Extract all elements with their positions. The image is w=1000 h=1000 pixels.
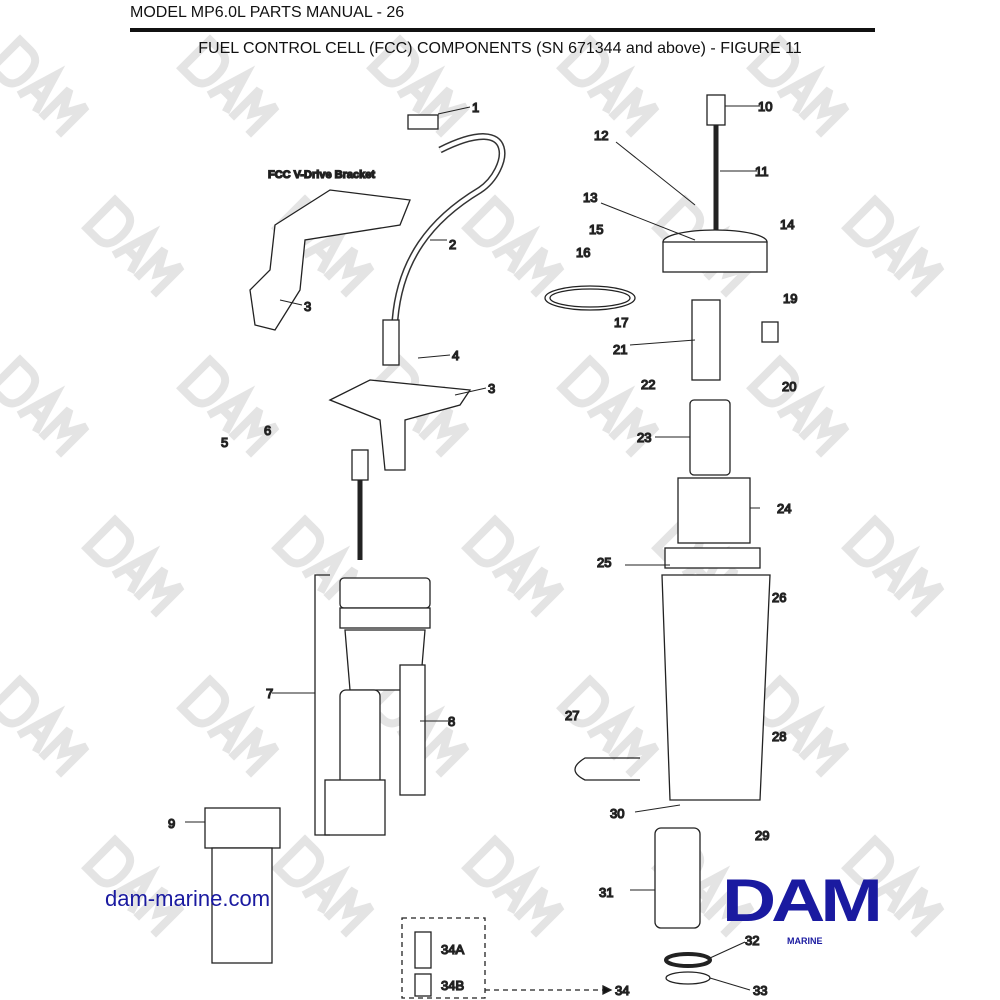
callout-28: 28	[772, 729, 786, 744]
seal-washer	[664, 952, 712, 968]
callout-30: 30	[610, 806, 624, 821]
callout-10: 10	[758, 99, 772, 114]
website-link[interactable]: dam-marine.com	[105, 886, 271, 911]
callout-29: 29	[755, 828, 769, 843]
fuel-pump-left	[339, 689, 381, 786]
callout-17: 17	[614, 315, 628, 330]
callout-34: 34	[615, 983, 629, 998]
fcc-bracket-left	[339, 607, 431, 629]
fuel-filter-element	[677, 477, 751, 544]
pressure-regulator	[761, 321, 779, 343]
callout-5: 5	[221, 435, 228, 450]
callout-7: 7	[266, 686, 273, 701]
callout-21: 21	[613, 342, 627, 357]
callout-23: 23	[637, 430, 651, 445]
leader-lines	[185, 105, 760, 991]
sender-connector	[706, 94, 726, 126]
callout-25: 25	[597, 555, 611, 570]
connector	[351, 449, 369, 481]
callout-19: 19	[783, 291, 797, 306]
manual-header: MODEL MP6.0L PARTS MANUAL - 26	[130, 4, 405, 21]
filter-sleeve	[399, 664, 426, 796]
dam-logo-subtext: MARINE	[787, 936, 823, 946]
hose-fitting	[382, 319, 400, 366]
mount-bracket	[328, 379, 472, 471]
assembly-bracket	[314, 574, 330, 836]
bracket-label: FCC V-Drive Bracket	[268, 169, 375, 181]
washer	[665, 971, 711, 985]
callout-2: 2	[449, 237, 456, 252]
filter-clamp	[664, 547, 761, 569]
hose-clip	[407, 114, 439, 130]
callout-15: 15	[589, 222, 603, 237]
o-ring	[544, 285, 636, 311]
pump-base-left	[324, 779, 386, 836]
dam-logo: DAM	[722, 867, 883, 934]
callout-3: 3	[304, 299, 311, 314]
callout-32: 32	[745, 933, 759, 948]
callout-27: 27	[565, 708, 579, 723]
figure-title: FUEL CONTROL CELL (FCC) COMPONENTS (SN 6…	[198, 40, 802, 57]
fitting-34a	[414, 931, 432, 969]
fuel-pump-right	[689, 399, 731, 476]
callout-13: 13	[583, 190, 597, 205]
callout-9: 9	[168, 816, 175, 831]
callout-20: 20	[782, 379, 796, 394]
pump-bracket	[691, 299, 721, 381]
v-drive-bracket	[249, 189, 411, 331]
callout-16: 16	[576, 245, 590, 260]
fitting-34b	[414, 973, 432, 997]
callout-31: 31	[599, 885, 613, 900]
callout-4: 4	[452, 348, 459, 363]
callout-12: 12	[594, 128, 608, 143]
callout-26: 26	[772, 590, 786, 605]
u-bolt	[574, 757, 640, 781]
water-separator-filter	[211, 847, 273, 964]
callout-22: 22	[641, 377, 655, 392]
callout-1: 1	[472, 100, 479, 115]
callout-8: 8	[448, 714, 455, 729]
fcc-body-right	[661, 574, 771, 801]
callout-14: 14	[780, 217, 794, 232]
lift-pump	[654, 827, 701, 929]
callout-34b: 34B	[441, 978, 464, 993]
callout-34a: 34A	[441, 942, 464, 957]
header-rule	[130, 28, 875, 32]
callout-labels: 1 2 3 4 3 5 6 7 8 9 10 11 12 13 14 15 16…	[167, 98, 798, 998]
callout-24: 24	[777, 501, 791, 516]
callout-3b: 3	[488, 381, 495, 396]
callout-11: 11	[755, 164, 769, 179]
water-separator-head	[204, 807, 281, 849]
callout-33: 33	[753, 983, 767, 998]
fcc-cap-left	[339, 577, 431, 609]
callout-6: 6	[264, 423, 271, 438]
fuel-hose	[391, 133, 506, 321]
